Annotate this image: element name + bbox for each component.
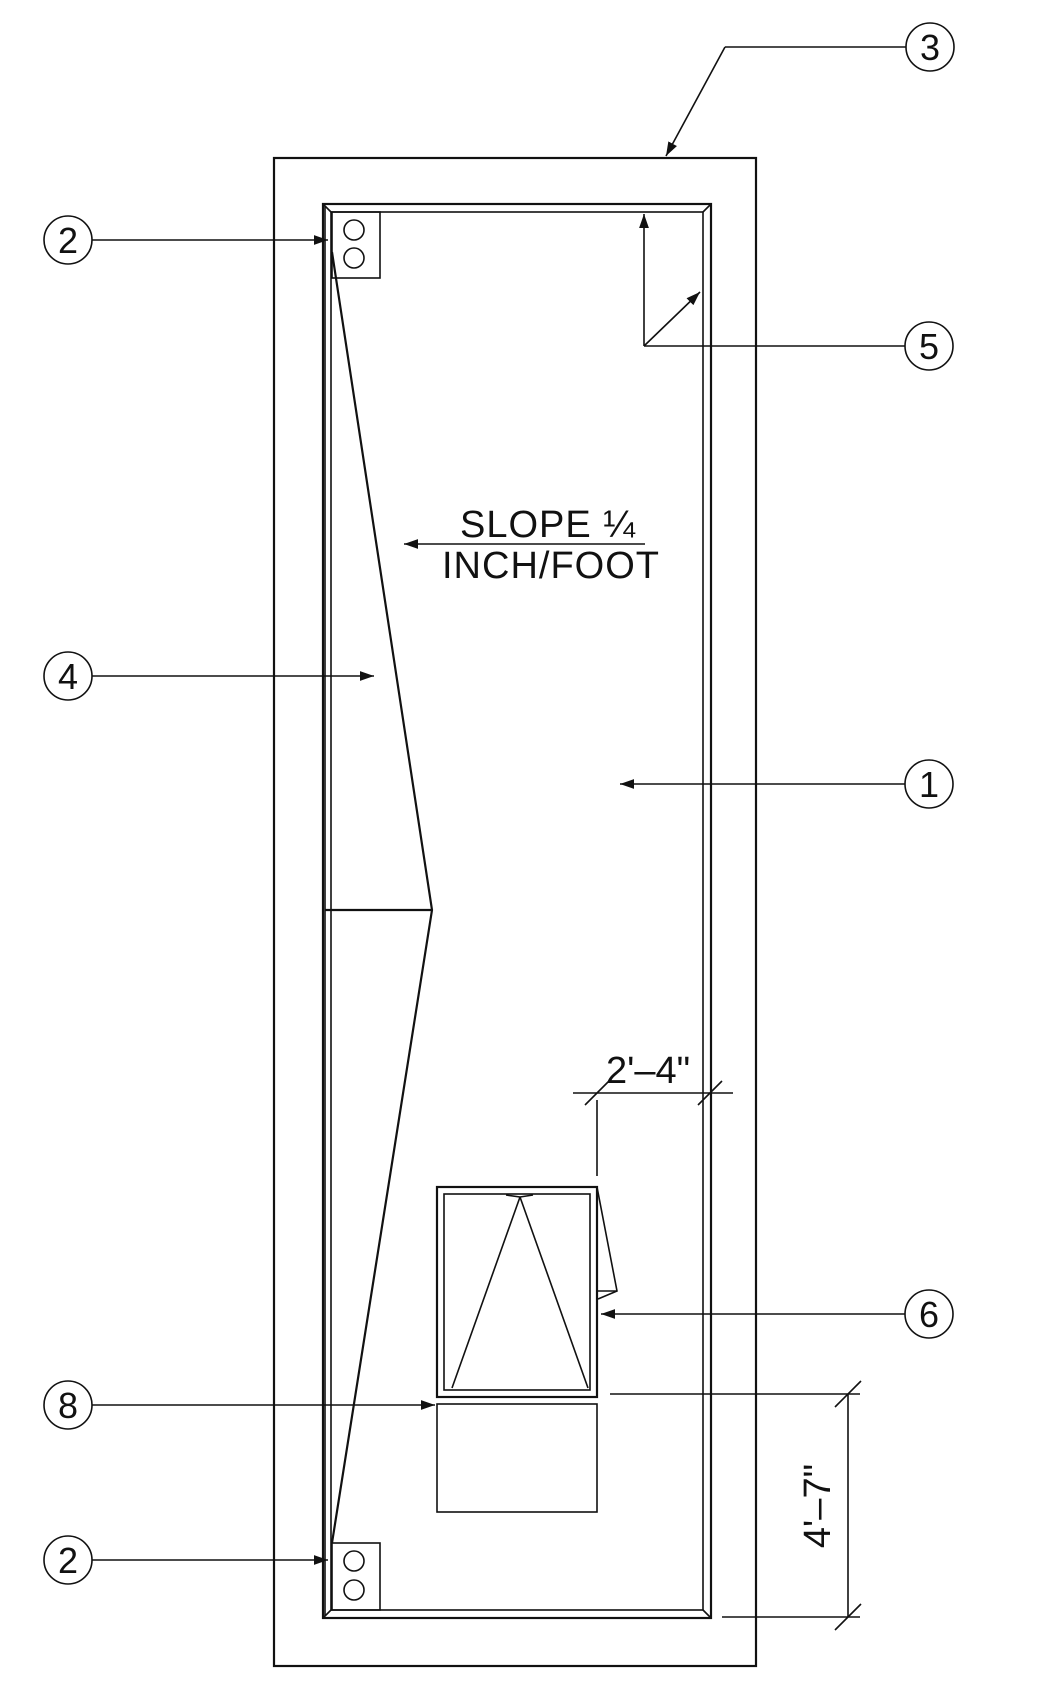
svg-text:3: 3 [920, 27, 940, 68]
cricket-outline [330, 251, 434, 1544]
roof-hatch [435, 1185, 618, 1399]
equipment-pad [436, 1403, 598, 1513]
svg-text:1: 1 [919, 764, 939, 805]
slope-label-line2: INCH/FOOT [442, 545, 660, 587]
callout-8: 8 [43, 1380, 93, 1430]
callout-2-bottom: 2 [43, 1535, 93, 1585]
svg-text:2: 2 [58, 220, 78, 261]
drain-box-top [331, 211, 381, 279]
slope-label-line1: SLOPE ¼ [460, 504, 636, 546]
corner-detail-arrows [639, 214, 701, 347]
drain-box-bottom [331, 1542, 381, 1611]
callout-2-top: 2 [43, 215, 93, 265]
dimension-4-7 [610, 1380, 862, 1631]
callout-4: 4 [43, 651, 93, 701]
callout-5: 5 [904, 321, 954, 371]
inner-parapet-outer-line [321, 202, 713, 1620]
dimension-2-4 [573, 1080, 733, 1176]
outer-wall [272, 156, 758, 1668]
svg-text:6: 6 [919, 1294, 939, 1335]
svg-text:2: 2 [58, 1540, 78, 1581]
dimension-2-4-text: 2'–4" [606, 1050, 690, 1092]
callout-3: 3 [905, 22, 955, 72]
callout-6: 6 [904, 1289, 954, 1339]
svg-text:5: 5 [919, 326, 939, 367]
svg-text:4: 4 [58, 656, 78, 697]
dimension-4-7-text: 4'–7" [797, 1464, 839, 1548]
svg-text:8: 8 [58, 1385, 78, 1426]
callout-1: 1 [904, 759, 954, 809]
